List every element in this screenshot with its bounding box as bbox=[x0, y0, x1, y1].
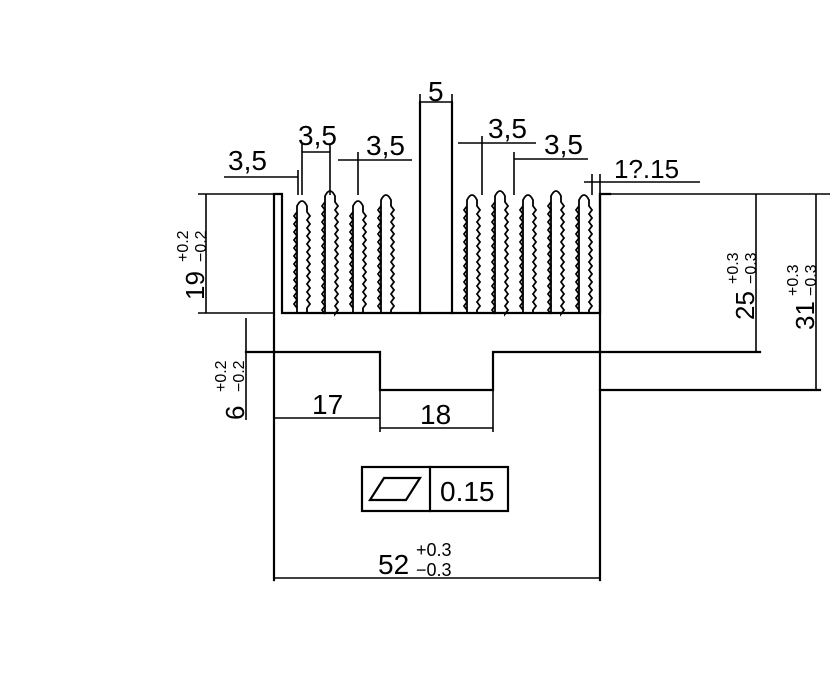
fin bbox=[578, 194, 594, 313]
overall-width-lower: −0.3 bbox=[416, 560, 452, 580]
fin-spacing-label-4: 3,5 bbox=[488, 113, 527, 144]
fin-serration bbox=[546, 201, 553, 315]
right-height-inner-upper: +0.3 bbox=[725, 252, 742, 284]
base-thickness-lower: −0.2 bbox=[231, 360, 248, 392]
center-fin-width-label: 5 bbox=[428, 76, 444, 107]
fin bbox=[352, 200, 368, 313]
fin-spacing-label-3: 3,5 bbox=[366, 130, 405, 161]
fin-serration bbox=[490, 201, 497, 315]
fin bbox=[494, 190, 510, 317]
fin-serration bbox=[376, 205, 383, 311]
right-height-inner-lower: −0.3 bbox=[743, 252, 760, 284]
fins bbox=[292, 190, 594, 317]
fin-serration bbox=[462, 205, 469, 311]
overall-width-upper: +0.3 bbox=[416, 540, 452, 560]
flatness-value: 0.15 bbox=[440, 476, 495, 507]
fin-serration bbox=[518, 205, 525, 311]
fin bbox=[522, 194, 538, 313]
left-fin-height-label: 19 bbox=[180, 271, 210, 300]
fin-spacing-label-5: 3,5 bbox=[544, 129, 583, 160]
fin-serration bbox=[320, 201, 327, 315]
fin-spacing-label-2: 3,5 bbox=[298, 120, 337, 151]
bottom-dimensions: 17 18 52 +0.3 −0.3 bbox=[274, 389, 600, 580]
right-height-outer-upper: +0.3 bbox=[785, 264, 802, 296]
left-fin-height-lower: −0.2 bbox=[193, 230, 210, 262]
base-thickness-label: 6 bbox=[220, 406, 250, 420]
left-fin-height-upper: +0.2 bbox=[175, 230, 192, 262]
fin-spacing-label-1: 3,5 bbox=[228, 145, 267, 176]
left-dimensions: 19 +0.2 −0.2 6 +0.2 −0.2 bbox=[175, 193, 274, 420]
profile-outline bbox=[244, 192, 822, 582]
overall-width-label: 52 bbox=[378, 549, 409, 580]
top-dimensions: 5 3,5 3,5 3,5 3,5 3,5 1?.15 bbox=[224, 76, 700, 195]
fin-serration bbox=[348, 211, 355, 309]
base-thickness-upper: +0.2 bbox=[213, 360, 230, 392]
fin bbox=[550, 190, 566, 317]
fin bbox=[324, 190, 340, 317]
fin bbox=[380, 194, 396, 313]
right-height-inner-label: 25 bbox=[730, 291, 760, 320]
fin bbox=[296, 200, 312, 313]
right-height-outer-lower: −0.3 bbox=[803, 264, 820, 296]
fin-thickness-label: 1?.15 bbox=[614, 154, 679, 184]
right-height-outer-label: 31 bbox=[790, 301, 820, 330]
flatness-tolerance-frame: 0.15 bbox=[360, 465, 510, 513]
fin-serration bbox=[574, 205, 581, 311]
flatness-parallelogram-icon bbox=[367, 476, 423, 502]
center-fin bbox=[418, 100, 454, 315]
base-left-length-label: 17 bbox=[312, 389, 343, 420]
base-groove-width-label: 18 bbox=[420, 399, 451, 430]
right-dimensions: 25 +0.3 −0.3 31 +0.3 −0.3 bbox=[610, 193, 830, 390]
fin-serration bbox=[292, 211, 299, 309]
fin bbox=[466, 194, 482, 313]
